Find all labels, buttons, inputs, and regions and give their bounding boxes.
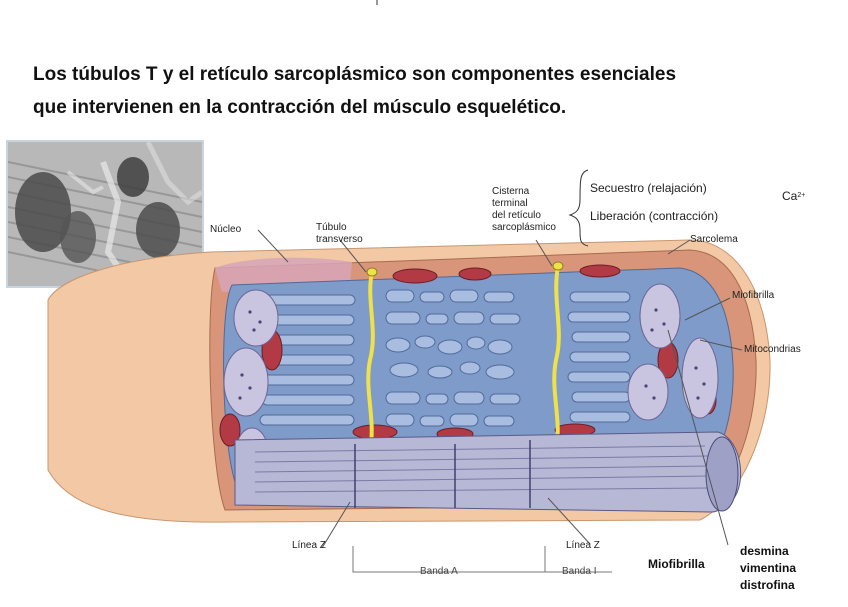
label-calcium: Ca2+: [782, 190, 805, 202]
label-protein-desmina: desmina: [740, 545, 789, 557]
label-miofibrilla-bottom: Miofibrilla: [648, 558, 705, 570]
label-banda-a: Banda A: [420, 566, 458, 578]
label-cisterna-line3: del retículo: [492, 210, 541, 222]
label-banda-i: Banda I: [562, 566, 596, 578]
label-tubulo-line1: Túbulo: [316, 222, 347, 234]
label-calcium-base: Ca: [782, 189, 797, 203]
label-sarcolema: Sarcolema: [690, 234, 738, 246]
label-linea-z-right: Línea Z: [566, 540, 600, 552]
myofibril-cross-section: [706, 437, 738, 511]
label-cisterna-line2: terminal: [492, 198, 528, 210]
myofibril-extruded: [235, 432, 741, 512]
label-secuestro: Secuestro (relajación): [590, 182, 707, 194]
label-nucleo: Núcleo: [210, 224, 241, 236]
label-protein-vimentina: vimentina: [740, 562, 796, 574]
label-mitocondrias: Mitocondrias: [744, 344, 801, 356]
label-calcium-superscript: 2+: [797, 192, 805, 199]
label-tubulo-line2: transverso: [316, 234, 363, 246]
calcium-brace: [570, 170, 588, 246]
label-cisterna-line1: Cisterna: [492, 186, 529, 198]
label-miofibrilla-top: Miofibrilla: [732, 290, 774, 302]
label-linea-z-left: Línea Z: [292, 540, 326, 552]
label-liberacion: Liberación (contracción): [590, 210, 718, 222]
label-cisterna-line4: sarcoplásmico: [492, 222, 556, 234]
label-protein-distrofina: distrofina: [740, 579, 795, 591]
